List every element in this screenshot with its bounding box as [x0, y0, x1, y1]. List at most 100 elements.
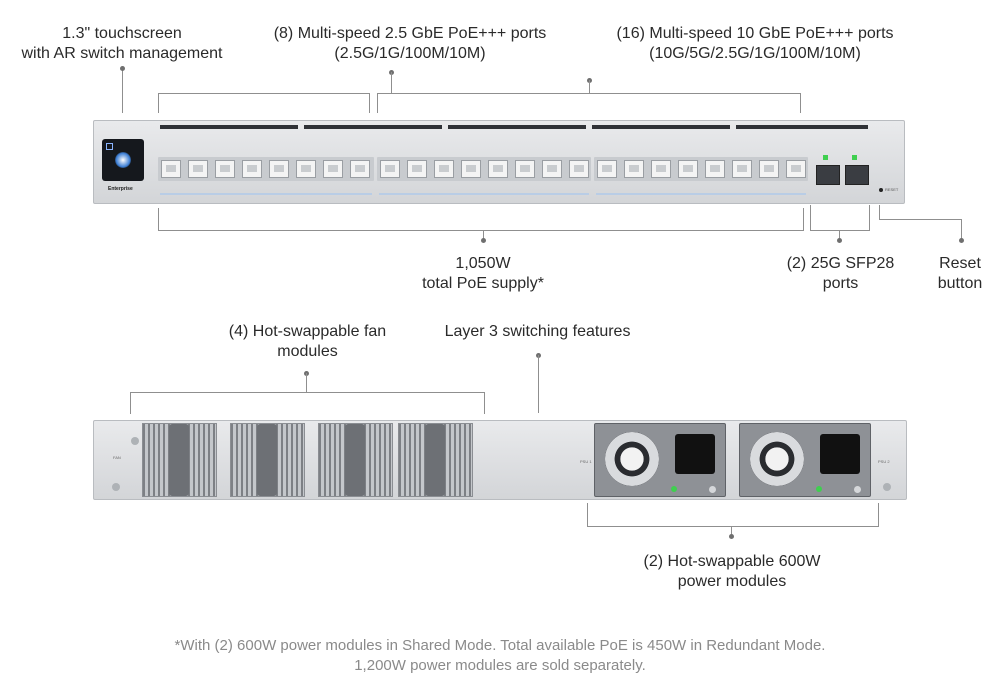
fans-label: (4) Hot-swappable fan modules	[228, 323, 387, 360]
rj45-port-8[interactable]	[350, 160, 370, 178]
rj45-port-6[interactable]	[296, 160, 316, 178]
rj45-port-2[interactable]	[188, 160, 208, 178]
reset-callout-v	[961, 219, 962, 240]
screw-icon	[883, 483, 891, 491]
layer3-label: Layer 3 switching features	[444, 323, 631, 340]
switch-front-panel: Enterprise RESET	[93, 120, 905, 204]
rj45-port-18[interactable]	[624, 160, 644, 178]
rj45-port-12[interactable]	[461, 160, 481, 178]
sfp-callout-dot	[837, 238, 842, 243]
fan-module-2[interactable]	[230, 423, 305, 497]
poe-supply-label: 1,050W total PoE supply*	[422, 255, 544, 292]
touchscreen-callout-line	[122, 68, 123, 113]
touchscreen-icon	[115, 152, 131, 168]
power-module-2[interactable]	[739, 423, 871, 497]
rj45-port-13[interactable]	[488, 160, 508, 178]
sfp-bracket	[810, 230, 870, 231]
rj45-port-16[interactable]	[569, 160, 589, 178]
port-group-underline	[379, 193, 589, 195]
power-bracket-right	[878, 503, 879, 527]
fan-module-4[interactable]	[398, 423, 473, 497]
screw-icon	[131, 437, 139, 445]
power-modules-label: (2) Hot-swappable 600W power modules	[643, 553, 821, 590]
power-bracket-stem	[731, 526, 732, 536]
sfp-led-2	[852, 155, 857, 160]
reset-label: Reset button	[937, 255, 983, 292]
rj45-port-24[interactable]	[786, 160, 806, 178]
power-inlet-icon	[820, 434, 860, 474]
ports-2-5g-bracket-right	[369, 93, 370, 113]
sfp-bracket-right	[869, 205, 870, 231]
rj45-port-11[interactable]	[434, 160, 454, 178]
reset-callout-h2	[879, 219, 962, 220]
rj45-port-20[interactable]	[678, 160, 698, 178]
psu-led-icon	[816, 486, 822, 492]
rj45-port-22[interactable]	[732, 160, 752, 178]
sfp-bracket-left	[810, 205, 811, 231]
port-group-underline	[160, 193, 372, 195]
rj45-port-14[interactable]	[515, 160, 535, 178]
touchscreen-display[interactable]	[102, 139, 144, 181]
power-callout-dot	[729, 534, 734, 539]
power-module-1[interactable]	[594, 423, 726, 497]
fan-handle-icon	[257, 424, 277, 496]
rj45-port-17[interactable]	[597, 160, 617, 178]
poe-bracket	[158, 230, 804, 231]
fans-bracket-stem	[306, 373, 307, 393]
sfp28-port-1[interactable]	[816, 165, 840, 185]
ports-2-5g-label: (8) Multi-speed 2.5 GbE PoE+++ ports (2.…	[273, 25, 547, 62]
rj45-port-1[interactable]	[161, 160, 181, 178]
layer3-callout-line	[538, 355, 539, 413]
vent-strip	[160, 125, 298, 129]
poe-bracket-left	[158, 208, 159, 231]
ports-2-5g-bracket	[158, 93, 370, 94]
psu-screw-icon	[854, 486, 861, 493]
brand-label: Enterprise	[108, 186, 133, 192]
rj45-port-15[interactable]	[542, 160, 562, 178]
psu-screw-icon	[709, 486, 716, 493]
fan-handle-icon	[425, 424, 445, 496]
fans-bracket	[130, 392, 485, 393]
rj45-port-5[interactable]	[269, 160, 289, 178]
rj45-port-3[interactable]	[215, 160, 235, 178]
psu-fan-icon	[605, 432, 659, 486]
fan-module-1[interactable]	[142, 423, 217, 497]
ports-10g-bracket-stem	[589, 80, 590, 94]
ports-10g-bracket	[377, 93, 801, 94]
ports-10g-label: (16) Multi-speed 10 GbE PoE+++ ports (10…	[616, 25, 894, 62]
fan-text: FAN	[113, 455, 121, 460]
reset-callout-dot	[959, 238, 964, 243]
rj45-port-10[interactable]	[407, 160, 427, 178]
ports-10g-bracket-left	[377, 93, 378, 113]
power-inlet-icon	[675, 434, 715, 474]
rj45-port-9[interactable]	[380, 160, 400, 178]
footnote: *With (2) 600W power modules in Shared M…	[174, 637, 826, 674]
sfp-led-1	[823, 155, 828, 160]
rj45-port-4[interactable]	[242, 160, 262, 178]
switch-rear-panel: FAN PSU 1 PSU 2	[93, 420, 907, 500]
fan-module-3[interactable]	[318, 423, 393, 497]
rj45-port-19[interactable]	[651, 160, 671, 178]
fans-bracket-left	[130, 392, 131, 414]
vent-strip	[448, 125, 586, 129]
ports-10g-bracket-right	[800, 93, 801, 113]
rj45-port-23[interactable]	[759, 160, 779, 178]
rj45-port-7[interactable]	[323, 160, 343, 178]
vent-strip	[592, 125, 730, 129]
reset-text: RESET	[885, 187, 899, 192]
reset-button[interactable]	[879, 188, 883, 192]
poe-bracket-right	[803, 208, 804, 231]
sfp-bracket-stem	[839, 230, 840, 240]
vent-strip	[736, 125, 868, 129]
power-bracket-left	[587, 503, 588, 527]
ports-2-5g-bracket-stem	[391, 72, 392, 94]
fans-bracket-right	[484, 392, 485, 414]
poe-bracket-stem	[483, 230, 484, 240]
touchscreen-widget-icon	[106, 143, 113, 150]
fan-handle-icon	[169, 424, 189, 496]
ports-2-5g-bracket-left	[158, 93, 159, 113]
rj45-port-21[interactable]	[705, 160, 725, 178]
sfp28-port-2[interactable]	[845, 165, 869, 185]
psu-fan-icon	[750, 432, 804, 486]
screw-icon	[112, 483, 120, 491]
